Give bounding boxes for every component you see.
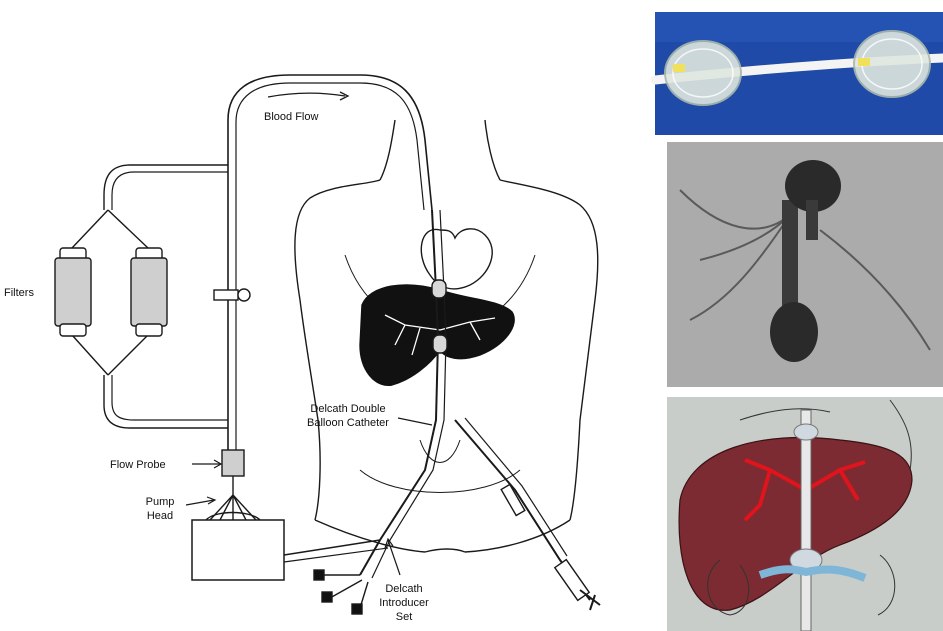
tube-clamp [214, 289, 250, 301]
photo-balloon-left [665, 41, 741, 105]
schematic-panel [55, 75, 600, 614]
pump-head [206, 495, 260, 520]
introducer-label-line3: Set [396, 611, 413, 623]
pump-head-label-line1: Pump [146, 496, 175, 508]
introducer-label-line2: Introducer [379, 597, 429, 609]
introducer-stopcocks [314, 570, 368, 614]
catheter-pointer [398, 418, 432, 425]
syringe [555, 560, 600, 610]
flow-probe-label: Flow Probe [110, 459, 166, 471]
filters-label: Filters [4, 287, 34, 299]
filter-left [55, 248, 91, 336]
heart [421, 229, 492, 289]
pump-head-label-line2: Head [147, 510, 173, 522]
balloon-upper [432, 280, 446, 298]
catheter-label-line1: Delcath Double [310, 403, 385, 415]
introducer-pointer [388, 540, 400, 575]
flow-probe [222, 450, 244, 476]
balloon-lower [433, 335, 447, 353]
blood-flow-label: Blood Flow [264, 111, 318, 123]
xray-balloon-lower [770, 302, 818, 362]
filter-right [131, 248, 167, 336]
pump-box [192, 520, 284, 580]
blood-flow-arrow [268, 93, 345, 97]
catheter-photo [655, 12, 943, 135]
illustration-catheter [801, 410, 811, 631]
catheter-label-line2: Balloon Catheter [307, 417, 389, 429]
fluoroscopy-image [667, 142, 943, 387]
introducer-label-line1: Delcath [385, 583, 422, 595]
liver-illustration [667, 397, 943, 631]
